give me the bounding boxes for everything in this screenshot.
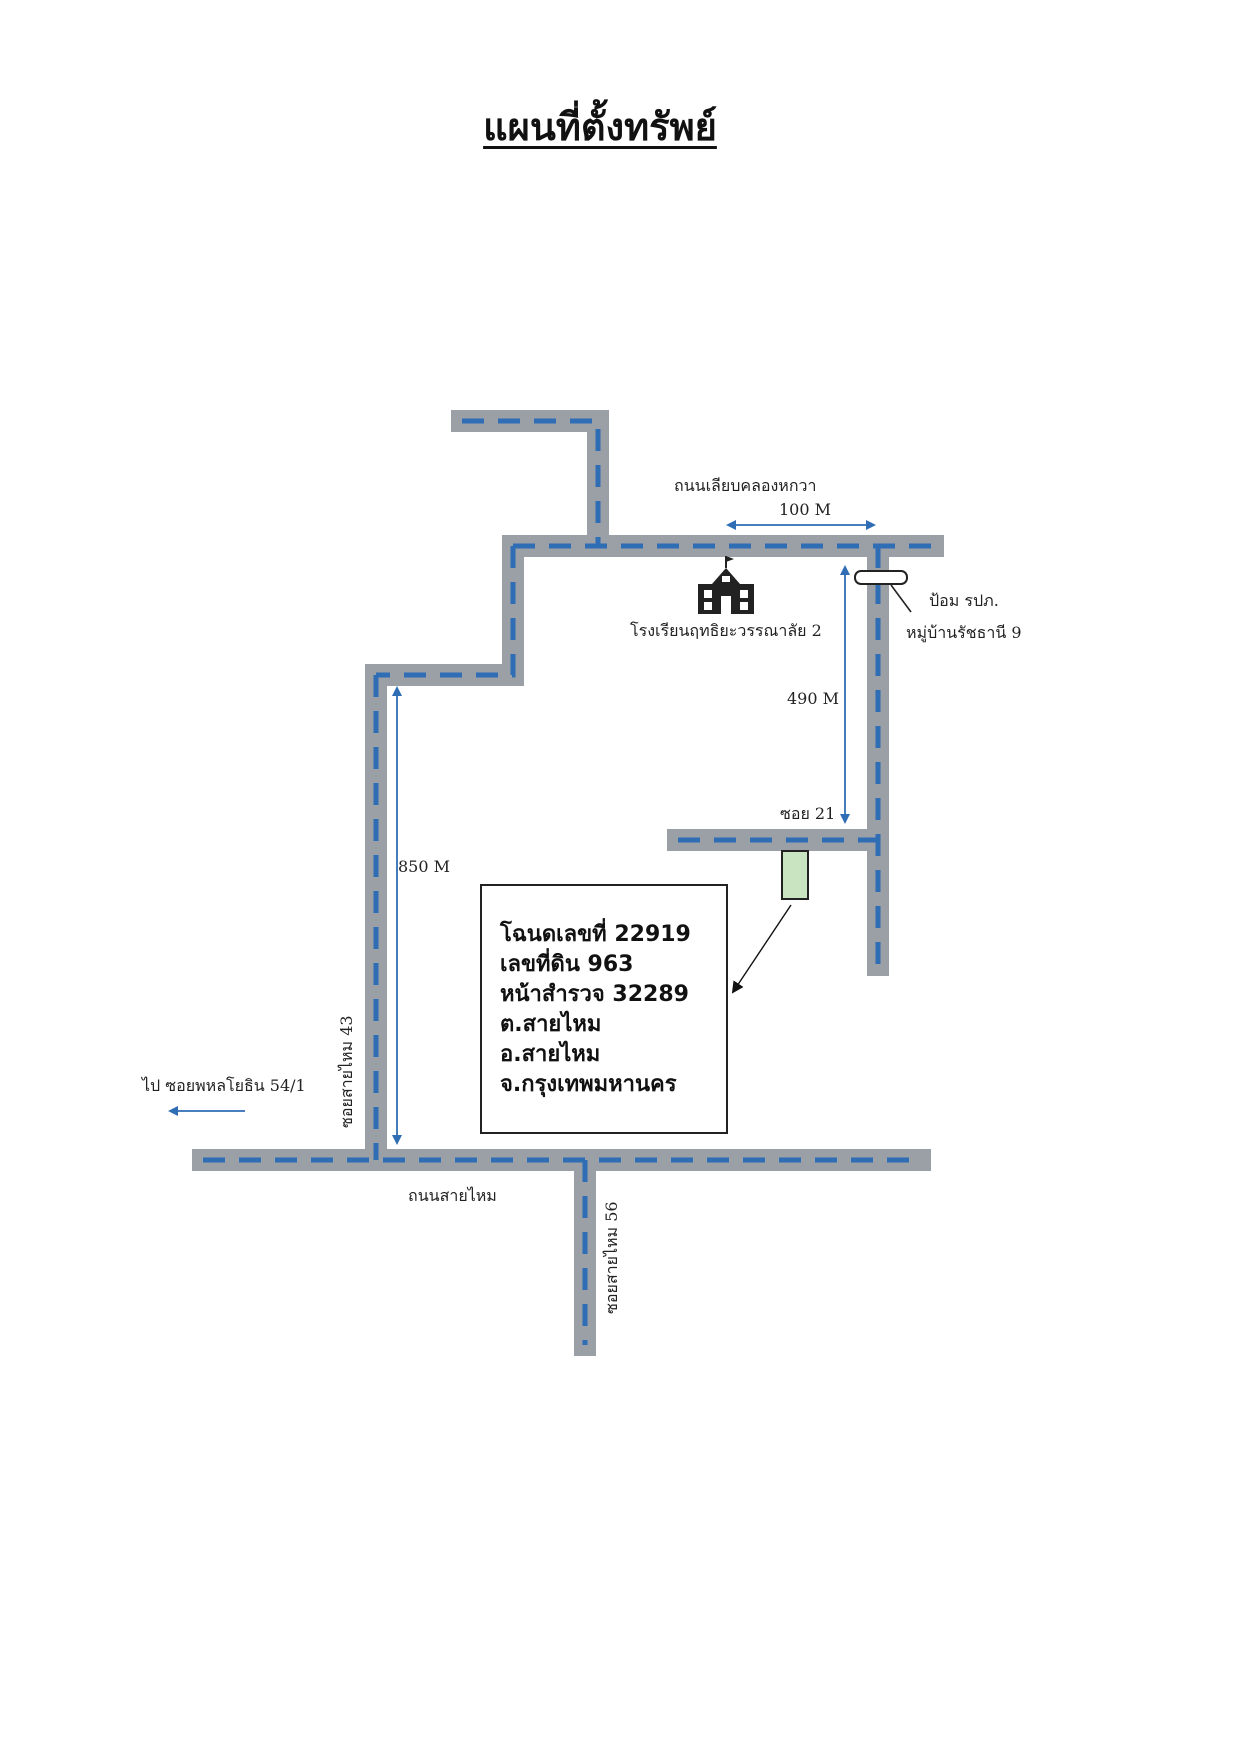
deed-number: โฉนดเลขที่ 22919: [500, 922, 691, 947]
road-top-spur: [451, 410, 609, 557]
label-school: โรงเรียนฤทธิยะวรรณาลัย 2: [630, 621, 822, 640]
property-marker-icon: [731, 850, 809, 994]
label-sai-mai-road: ถนนสายไหม: [408, 1186, 497, 1205]
label-village: หมู่บ้านรัชธานี 9: [906, 623, 1022, 643]
district: อ.สายไหม: [500, 1042, 601, 1067]
label-direction: ไป ซอยพหลโยธิน 54/1: [140, 1076, 306, 1095]
property-info-box: โฉนดเลขที่ 22919 เลขที่ดิน 963 หน้าสำรวจ…: [480, 884, 728, 1134]
page-title: แผนที่ตั้งทรัพย์: [483, 105, 717, 149]
road-network: [192, 410, 944, 1356]
province: จ.กรุงเทพมหานคร: [500, 1072, 677, 1097]
subdistrict: ต.สายไหม: [500, 1012, 602, 1037]
label-soi-21: ซอย 21: [780, 804, 835, 823]
label-soi-43: ซอยสายไหม 43: [337, 1015, 356, 1128]
school-icon: [698, 556, 754, 614]
label-distance-top: 100 M: [779, 500, 831, 519]
road-step: [365, 535, 524, 686]
label-klong-road: ถนนเลียบคลองหกวา: [674, 476, 817, 495]
label-soi-56: ซอยสายไหม 56: [602, 1201, 621, 1314]
guard-post-icon: [854, 570, 912, 613]
label-distance-left: 850 M: [398, 857, 450, 876]
survey-number: หน้าสำรวจ 32289: [500, 982, 689, 1007]
label-guard-post: ป้อม รปภ.: [929, 591, 999, 610]
label-distance-right: 490 M: [787, 689, 839, 708]
land-number: เลขที่ดิน 963: [500, 952, 634, 977]
